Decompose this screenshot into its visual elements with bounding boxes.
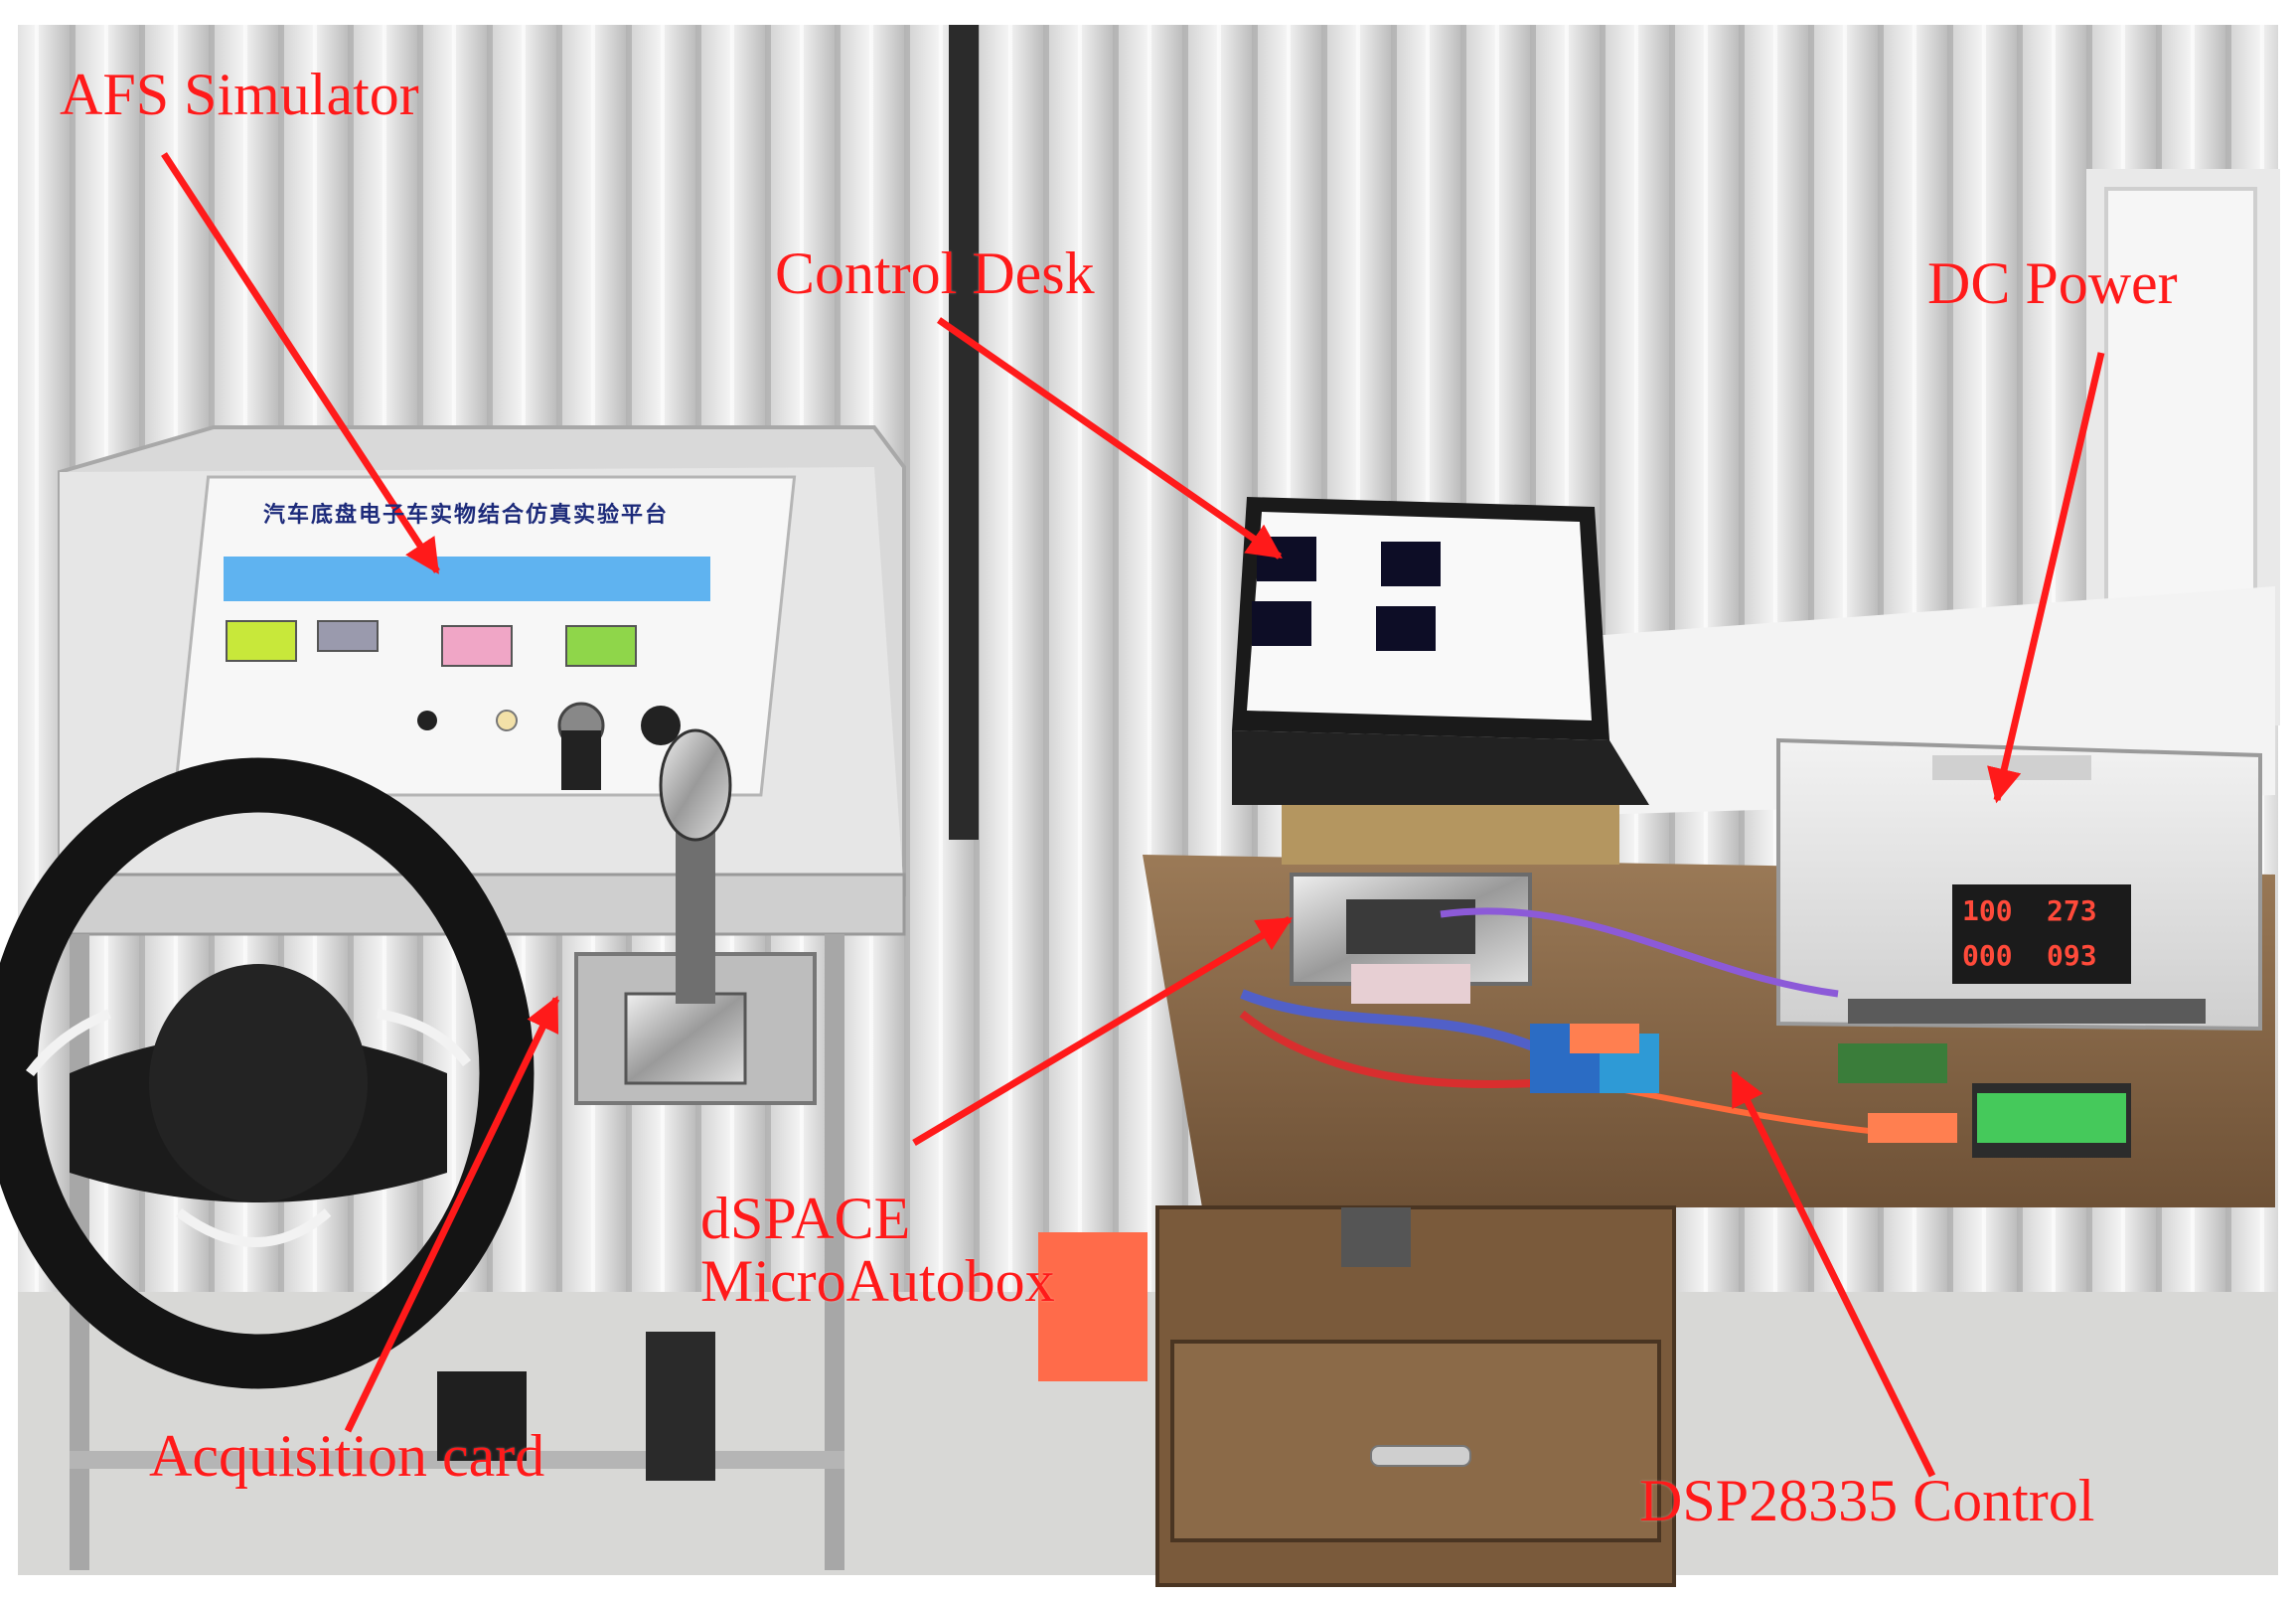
psu-readout-4: 093	[2047, 939, 2097, 972]
wiring	[1239, 907, 2131, 1158]
dspace-label: dSPACE MicroAutobox	[700, 1186, 1055, 1314]
laptop	[1232, 497, 1649, 865]
steering-wheel	[0, 757, 535, 1389]
arrow-dspace	[912, 915, 1294, 1147]
arrow-dsp	[1730, 1069, 1936, 1478]
afs-simulator-label: AFS Simulator	[60, 62, 419, 127]
panel-title: 汽车底盘电子车实物结合仿真实验平台	[263, 503, 670, 528]
annotation-arrows	[161, 152, 2105, 1478]
acquisition-card-label: Acquisition card	[149, 1423, 545, 1489]
dspace-box	[1290, 873, 1532, 1004]
psu-readout-1: 100	[1962, 894, 2013, 927]
arrow-control-desk	[937, 317, 1283, 559]
psu-readout-3: 000	[1962, 939, 2013, 972]
arrow-dc-power	[1987, 352, 2105, 804]
control-desk-label: Control Desk	[775, 240, 1095, 306]
arrow-afs	[161, 152, 440, 574]
dc-power-label: DC Power	[1927, 250, 2178, 316]
dsp28335-control-label: DSP28335 Control	[1639, 1468, 2095, 1533]
psu-readout-2: 273	[2047, 894, 2097, 927]
dc-power-supply	[1776, 737, 2262, 1032]
arrow-acq-card	[344, 995, 560, 1433]
